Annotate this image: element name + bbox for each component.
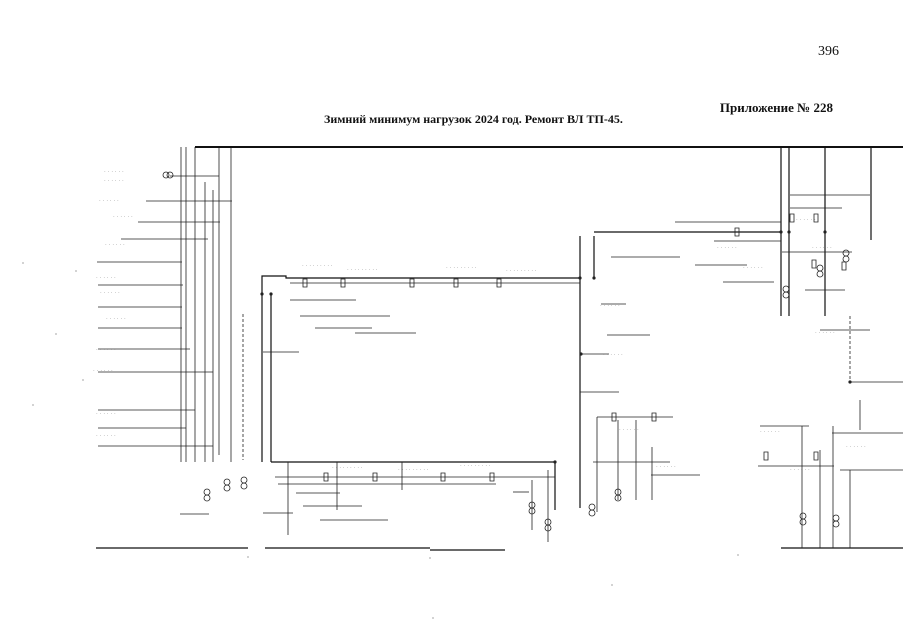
svg-text:· · · · · ·: · · · · · · — [656, 464, 676, 468]
page-number: 396 — [818, 44, 839, 59]
svg-text:· · · · · · · · ·: · · · · · · · · · — [302, 263, 333, 267]
svg-text:· · · · · ·: · · · · · · — [113, 214, 133, 218]
svg-text:· · · · · ·: · · · · · · — [717, 245, 737, 249]
svg-text:· · · · · ·: · · · · · · — [96, 433, 116, 437]
svg-text:· · · · · ·: · · · · · · — [619, 427, 639, 431]
svg-text:· · · · · ·: · · · · · · — [603, 352, 623, 356]
svg-text:· · · · · ·: · · · · · · — [846, 444, 866, 448]
svg-text:· · · · · · · · ·: · · · · · · · · · — [460, 463, 491, 467]
svg-text:· · · · · · · · ·: · · · · · · · · · — [332, 465, 363, 469]
svg-text:· · · · · · · · ·: · · · · · · · · · — [446, 265, 477, 269]
central-feeder-loop — [243, 147, 903, 542]
svg-text:· · · · · ·: · · · · · · — [760, 429, 780, 433]
svg-text:· · · · · ·: · · · · · · — [96, 347, 116, 351]
detail-wires — [180, 283, 700, 520]
svg-text:· · · · · ·: · · · · · · — [99, 198, 119, 202]
svg-text:· · · · · ·: · · · · · · — [104, 169, 124, 173]
page-title: Зимний минимум нагрузок 2024 год. Ремонт… — [324, 112, 623, 126]
svg-text:· · · · · ·: · · · · · · — [743, 265, 763, 269]
right-substation-block — [611, 195, 903, 548]
svg-text:· · · · · · · · ·: · · · · · · · · · — [506, 268, 537, 272]
svg-text:· · · · · ·: · · · · · · — [96, 411, 116, 415]
small-schematic-marks: · · · · · · · · · · · · · · · · · · · · … — [93, 169, 866, 471]
svg-text:· · · · · ·: · · · · · · — [105, 242, 125, 246]
scan-specks — [22, 262, 739, 619]
svg-text:· · · · · ·: · · · · · · — [812, 245, 832, 249]
svg-text:· · · · · ·: · · · · · · — [96, 275, 116, 279]
svg-text:· · · · · ·: · · · · · · — [93, 368, 113, 372]
svg-text:· · · · · ·: · · · · · · — [100, 290, 120, 294]
svg-text:· · · · · · · · ·: · · · · · · · · · — [398, 467, 429, 471]
appendix-label: Приложение № 228 — [719, 100, 833, 115]
svg-text:· · · · · ·: · · · · · · — [600, 303, 620, 307]
svg-text:· · · · · ·: · · · · · · — [106, 316, 126, 320]
diagram-main-frame — [96, 147, 903, 550]
svg-text:· · · · · ·: · · · · · · — [815, 330, 835, 334]
svg-text:· · · · · ·: · · · · · · — [796, 217, 816, 221]
svg-text:· · · · · ·: · · · · · · — [790, 467, 810, 471]
svg-text:· · · · · · · · ·: · · · · · · · · · — [347, 267, 378, 271]
switch-and-transformer-symbols — [163, 172, 852, 531]
svg-text:· · · · · ·: · · · · · · — [104, 178, 124, 182]
